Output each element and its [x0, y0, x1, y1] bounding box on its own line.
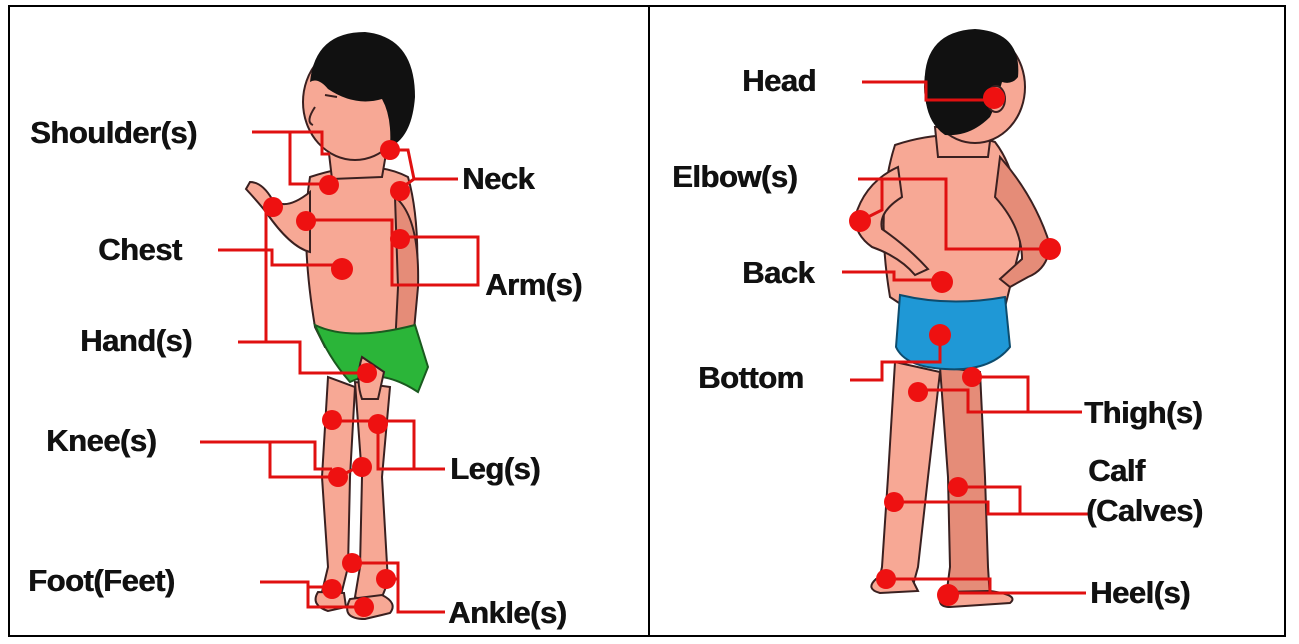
label-calves: (Calves): [1086, 495, 1203, 526]
label-calf: Calf: [1088, 455, 1145, 486]
child-back-figure: [855, 29, 1050, 607]
marker-neck: [380, 140, 400, 160]
label-knees: Knee(s): [46, 425, 156, 456]
label-feet: Foot(Feet): [28, 565, 175, 596]
marker-chest: [331, 258, 353, 280]
marker-calf-front: [884, 492, 904, 512]
marker-leg-back: [368, 414, 388, 434]
back-view-illustration: [650, 7, 1286, 639]
marker-foot-back: [354, 597, 374, 617]
marker-ankle-back: [376, 569, 396, 589]
marker-thigh-front: [908, 382, 928, 402]
marker-foot-front: [322, 579, 342, 599]
marker-elbow-right: [1039, 238, 1061, 260]
marker-heel-back: [937, 584, 959, 606]
label-shoulders: Shoulder(s): [30, 117, 197, 148]
label-ankles: Ankle(s): [448, 597, 566, 628]
marker-arm-back: [390, 229, 410, 249]
marker-elbow-left: [849, 210, 871, 232]
marker-hand-hanging: [357, 363, 377, 383]
marker-heel-front: [876, 569, 896, 589]
back-view-panel: Head Elbow(s) Back Bottom Thigh(s) Calf …: [650, 7, 1286, 635]
marker-knee-front: [328, 467, 348, 487]
marker-hand-raised: [263, 197, 283, 217]
marker-head: [983, 87, 1005, 109]
marker-bottom: [929, 324, 951, 346]
marker-calf-back: [948, 477, 968, 497]
diagram-frame: Shoulder(s) Neck Chest Arm(s) Hand(s) Kn…: [8, 5, 1286, 637]
marker-knee-back: [352, 457, 372, 477]
marker-arm-front: [296, 211, 316, 231]
label-neck: Neck: [462, 163, 534, 194]
marker-shoulder-back: [390, 181, 410, 201]
label-arms: Arm(s): [485, 269, 582, 300]
label-hands: Hand(s): [80, 325, 192, 356]
label-back: Back: [742, 257, 814, 288]
label-legs: Leg(s): [450, 453, 540, 484]
feet-connector: [260, 582, 362, 607]
label-head: Head: [742, 65, 816, 96]
marker-ankle-front: [342, 553, 362, 573]
label-bottom: Bottom: [698, 362, 803, 393]
marker-shoulder-front: [319, 175, 339, 195]
child-front-figure: [246, 32, 428, 619]
label-elbows: Elbow(s): [672, 161, 797, 192]
front-view-panel: Shoulder(s) Neck Chest Arm(s) Hand(s) Kn…: [10, 7, 648, 635]
marker-back: [931, 271, 953, 293]
label-thighs: Thigh(s): [1084, 397, 1202, 428]
marker-leg-front: [322, 410, 342, 430]
label-chest: Chest: [98, 234, 182, 265]
label-heels: Heel(s): [1090, 577, 1190, 608]
marker-thigh-back: [962, 367, 982, 387]
